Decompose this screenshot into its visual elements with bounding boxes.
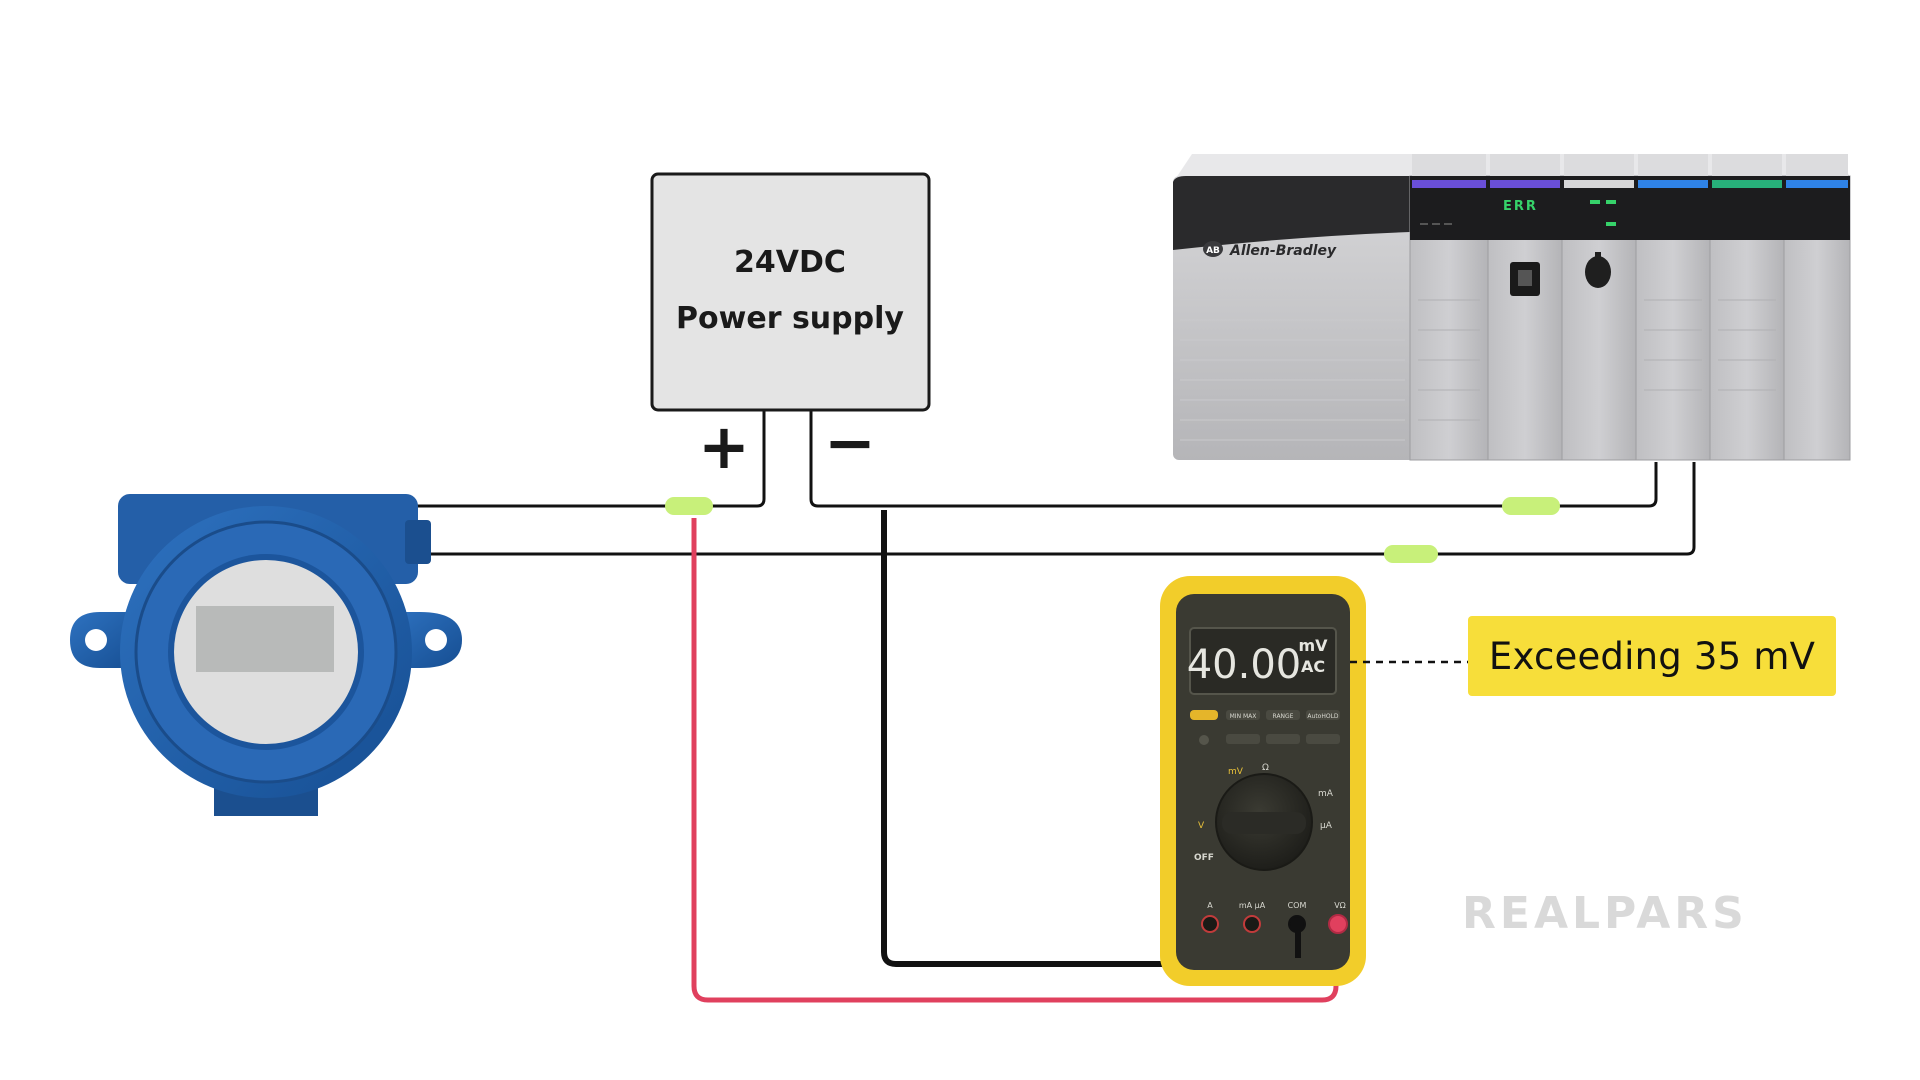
multimeter-lcd — [1189, 627, 1337, 695]
connector-plc-input — [1384, 545, 1438, 563]
psu-positive-terminal: + — [698, 410, 750, 483]
multimeter-mode: AC — [1301, 657, 1325, 676]
plc-rack: AB Allen-Bradley — [1173, 154, 1851, 461]
plc-err-indicator: ERR — [1503, 199, 1538, 214]
terminal-label-a: A — [1207, 901, 1213, 910]
terminal-label-v: VΩ — [1334, 901, 1346, 910]
wire-meter-red-probe — [691, 518, 1339, 1003]
jack-ma[interactable] — [1243, 915, 1261, 933]
psu-negative-terminal: − — [824, 406, 876, 479]
psu-voltage-label: 24VDC — [734, 245, 846, 280]
transmitter-lcd — [196, 606, 334, 672]
dial-v-mark: V — [1198, 821, 1205, 831]
multimeter-minmax-button[interactable] — [1226, 710, 1260, 720]
terminal-label-ma: mA μA — [1239, 901, 1266, 910]
multimeter-autohold-button[interactable] — [1306, 710, 1340, 720]
multimeter-reading: 40.00 — [1187, 642, 1302, 688]
multimeter-button-label-2: AutoHOLD — [1307, 713, 1339, 720]
jack-v[interactable] — [1328, 914, 1348, 934]
pressure-transmitter — [70, 494, 462, 816]
terminal-label-com: COM — [1288, 901, 1307, 910]
jack-a[interactable] — [1201, 915, 1219, 933]
power-supply: 24VDC Power supply + − — [650, 172, 931, 483]
allen-bradley-logo — [1203, 241, 1223, 257]
brand-badge-text: AB — [1206, 246, 1220, 256]
dial-mv-mark: mV — [1228, 767, 1244, 777]
dial-ua-mark: μA — [1320, 821, 1333, 831]
connectors — [665, 497, 1560, 563]
plc-brand-label: Allen-Bradley — [1229, 243, 1337, 259]
wire-transmitter-to-plc-input — [405, 462, 1696, 556]
connector-plc-common — [1502, 497, 1560, 515]
dial-ma-mark: mA — [1318, 789, 1334, 799]
realpars-watermark: REALPARS — [1462, 888, 1748, 939]
multimeter-range-button[interactable] — [1266, 710, 1300, 720]
multimeter-yellow-button[interactable] — [1190, 710, 1218, 720]
multimeter-unit: mV — [1298, 636, 1328, 655]
wire-psu-negative-to-plc — [809, 410, 1658, 508]
dial-ohm-mark: Ω — [1262, 763, 1269, 773]
multimeter-button-label-0: MIN MAX — [1230, 713, 1257, 720]
connector-psu-positive — [665, 497, 713, 515]
wire-transmitter-to-psu-positive — [405, 410, 766, 508]
multimeter-button-label-1: RANGE — [1273, 713, 1294, 720]
psu-name-label: Power supply — [676, 301, 904, 336]
multimeter: 40.00 mV AC MIN MAX RANGE AutoHOLD mV Ω … — [1160, 576, 1366, 986]
plc-modules: ERR — [1409, 154, 1851, 461]
voltage-warning-callout: Exceeding 35 mV — [1468, 616, 1836, 696]
dial-off-label: OFF — [1194, 853, 1214, 863]
